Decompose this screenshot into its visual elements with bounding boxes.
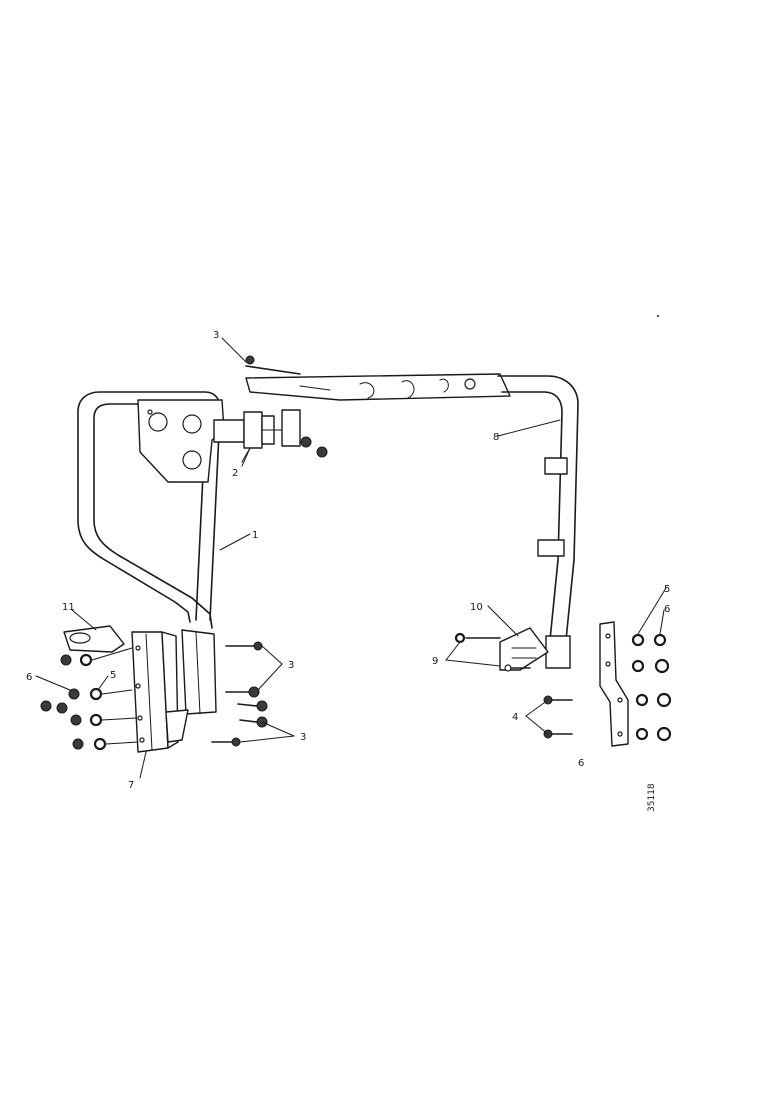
label-part-7: 7	[128, 780, 134, 791]
label-part-6-left: 6	[26, 672, 32, 683]
label-part-5-left: 5	[110, 670, 116, 681]
label-part-10: 10	[470, 602, 483, 613]
label-part-2: 2	[232, 468, 238, 479]
label-part-6-bottom: 6	[578, 758, 584, 769]
left-frame-gusset-plate	[137, 399, 225, 483]
channel-bracket	[131, 629, 217, 753]
right-hardware	[631, 633, 672, 742]
hinge-bracket	[499, 627, 549, 671]
left-hardware	[40, 647, 139, 751]
clamp-bracket	[213, 409, 328, 463]
right-mounting-plate	[599, 621, 629, 747]
label-part-1: 1	[252, 530, 258, 541]
label-part-9: 9	[432, 656, 438, 667]
figure-reference-number: 35118	[647, 783, 657, 812]
right-bolts	[543, 695, 573, 739]
label-part-11: 11	[62, 602, 75, 613]
label-part-4: 4	[512, 712, 518, 723]
label-part-3-bolts: 3	[288, 660, 294, 671]
left-bolts	[211, 641, 268, 747]
stray-mark	[657, 315, 659, 317]
part-11-bracket	[63, 625, 125, 653]
top-cross-plate	[245, 355, 511, 401]
right-frame-tube	[497, 375, 579, 669]
label-part-8: 8	[493, 432, 499, 443]
leader-lines	[35, 337, 667, 779]
label-part-5-right: 5	[664, 584, 670, 595]
label-part-6-right: 6	[664, 604, 670, 615]
label-part-3-top: 3	[213, 330, 219, 341]
left-washers-top	[60, 653, 93, 667]
label-part-3-lower: 3	[300, 732, 306, 743]
